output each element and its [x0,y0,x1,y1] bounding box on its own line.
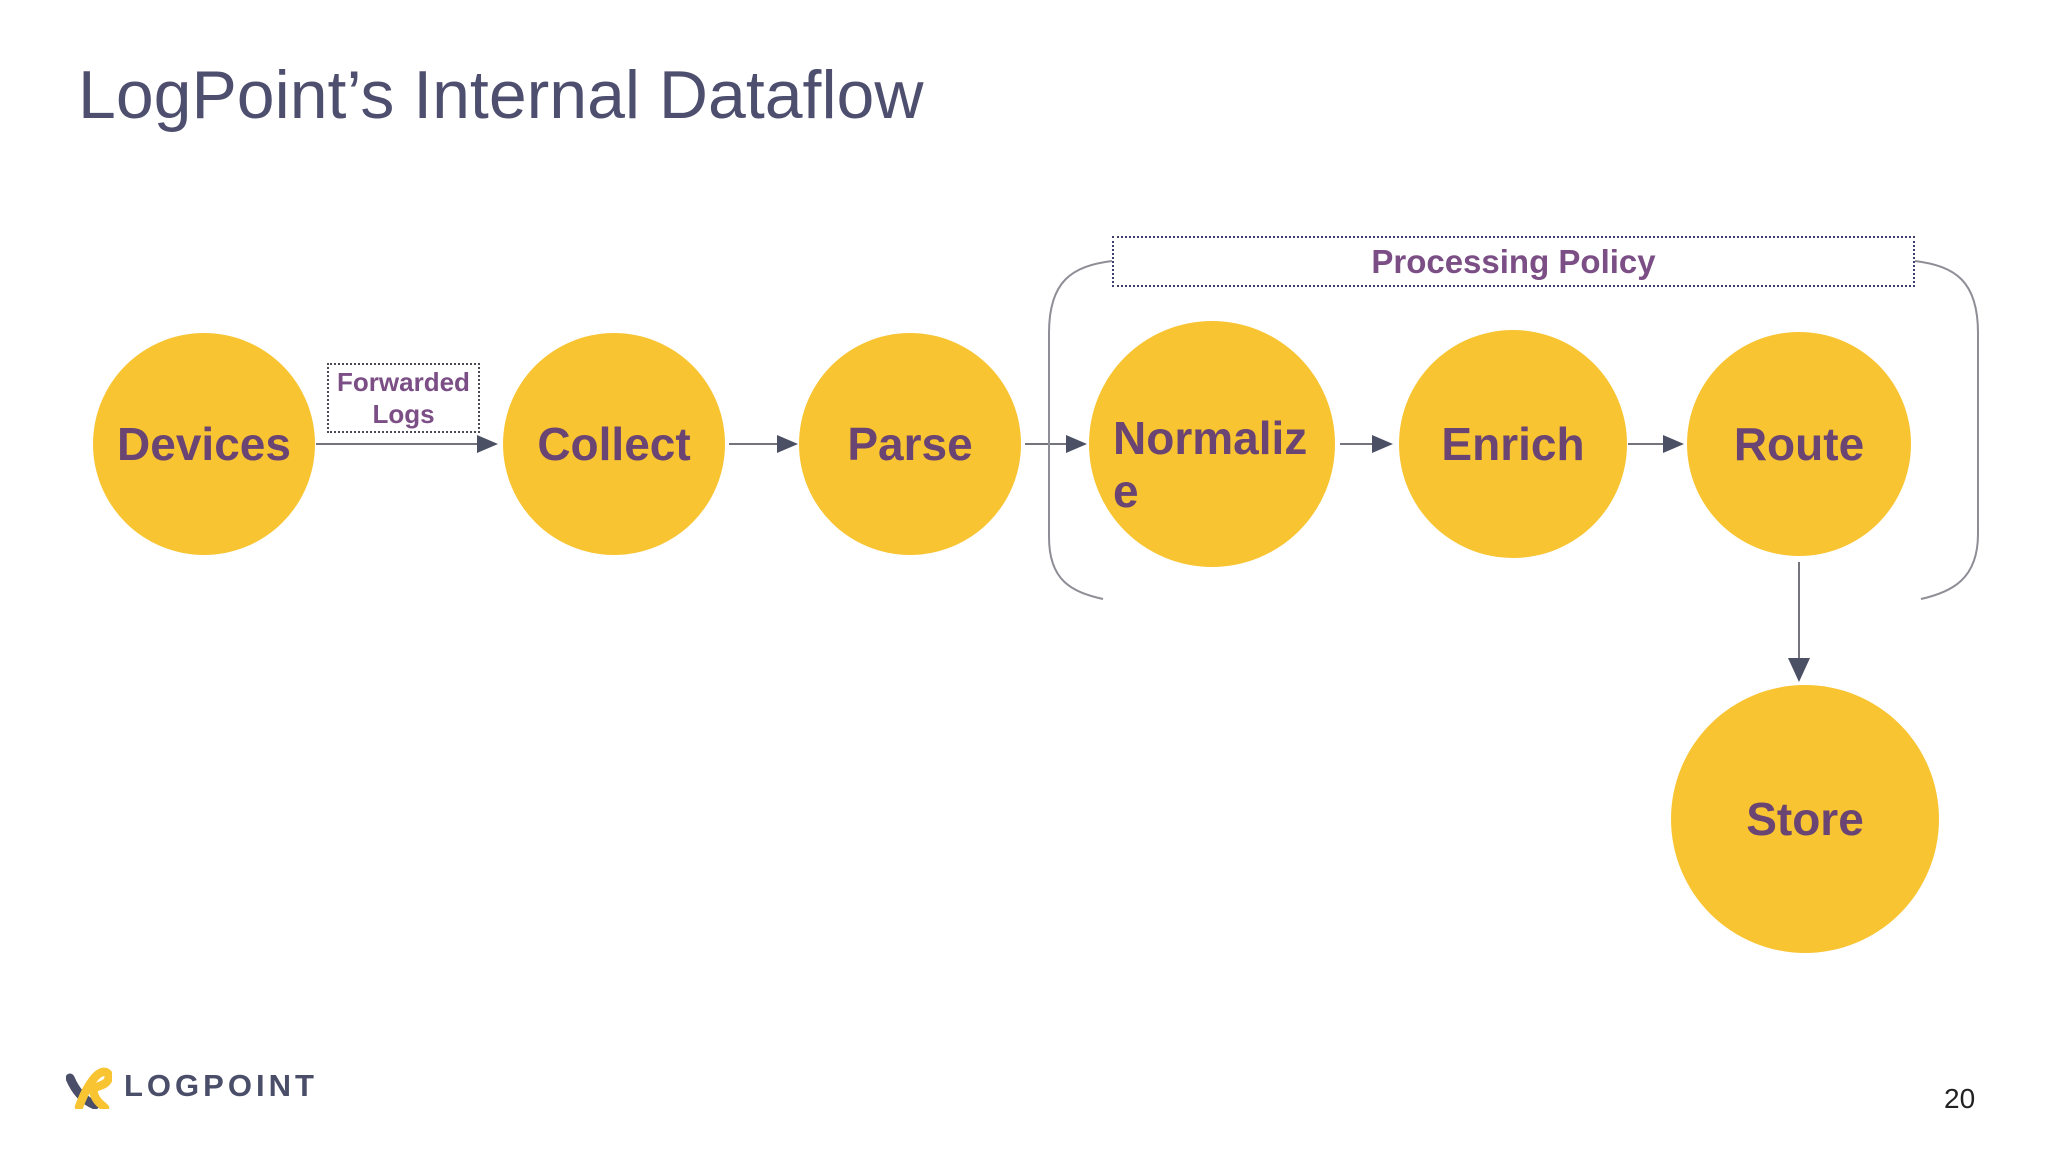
flow-arrow-normalize-to-enrich [1340,435,1393,453]
arrowhead-icon [477,435,498,453]
node-store-label: Store [1746,792,1864,845]
node-parse-label: Parse [847,417,973,470]
logpoint-wordmark: LOGPOINT [124,1068,318,1103]
node-enrich: Enrich [1399,330,1627,558]
arrowhead-icon [1663,435,1684,453]
processing-policy-box: Processing Policy [1112,236,1915,287]
slide-title: LogPoint’s Internal Dataflow [78,57,924,133]
flow-arrow-route-to-store [1788,562,1810,682]
page-number: 20 [1944,1083,1976,1114]
processing-policy-right-bracket [1914,260,1979,600]
arrowhead-icon [1372,435,1393,453]
arrowhead-icon [1788,658,1810,682]
node-route-label: Route [1733,417,1865,470]
flow-arrow-enrich-to-route [1628,435,1684,453]
logpoint-logo: LOGPOINT [66,1063,318,1109]
flow-arrow-parse-to-normalize [1025,435,1087,453]
arrowhead-icon [777,435,798,453]
node-normalize [1089,321,1335,567]
node-devices: Devices [93,333,315,555]
node-route: Route [1687,332,1911,556]
node-store: Store [1671,685,1939,953]
node-enrich-label: Enrich [1441,417,1585,470]
node-collect-label: Collect [537,417,691,470]
node-devices-label: Devices [117,417,291,470]
flow-arrow-collect-to-parse [729,435,798,453]
node-collect: Collect [503,333,725,555]
flow-arrow-devices-to-collect [316,435,498,453]
logpoint-loop-icon [66,1067,112,1109]
arrowhead-icon [1066,435,1087,453]
processing-policy-label: Processing Policy [1371,243,1656,280]
node-parse: Parse [799,333,1021,555]
